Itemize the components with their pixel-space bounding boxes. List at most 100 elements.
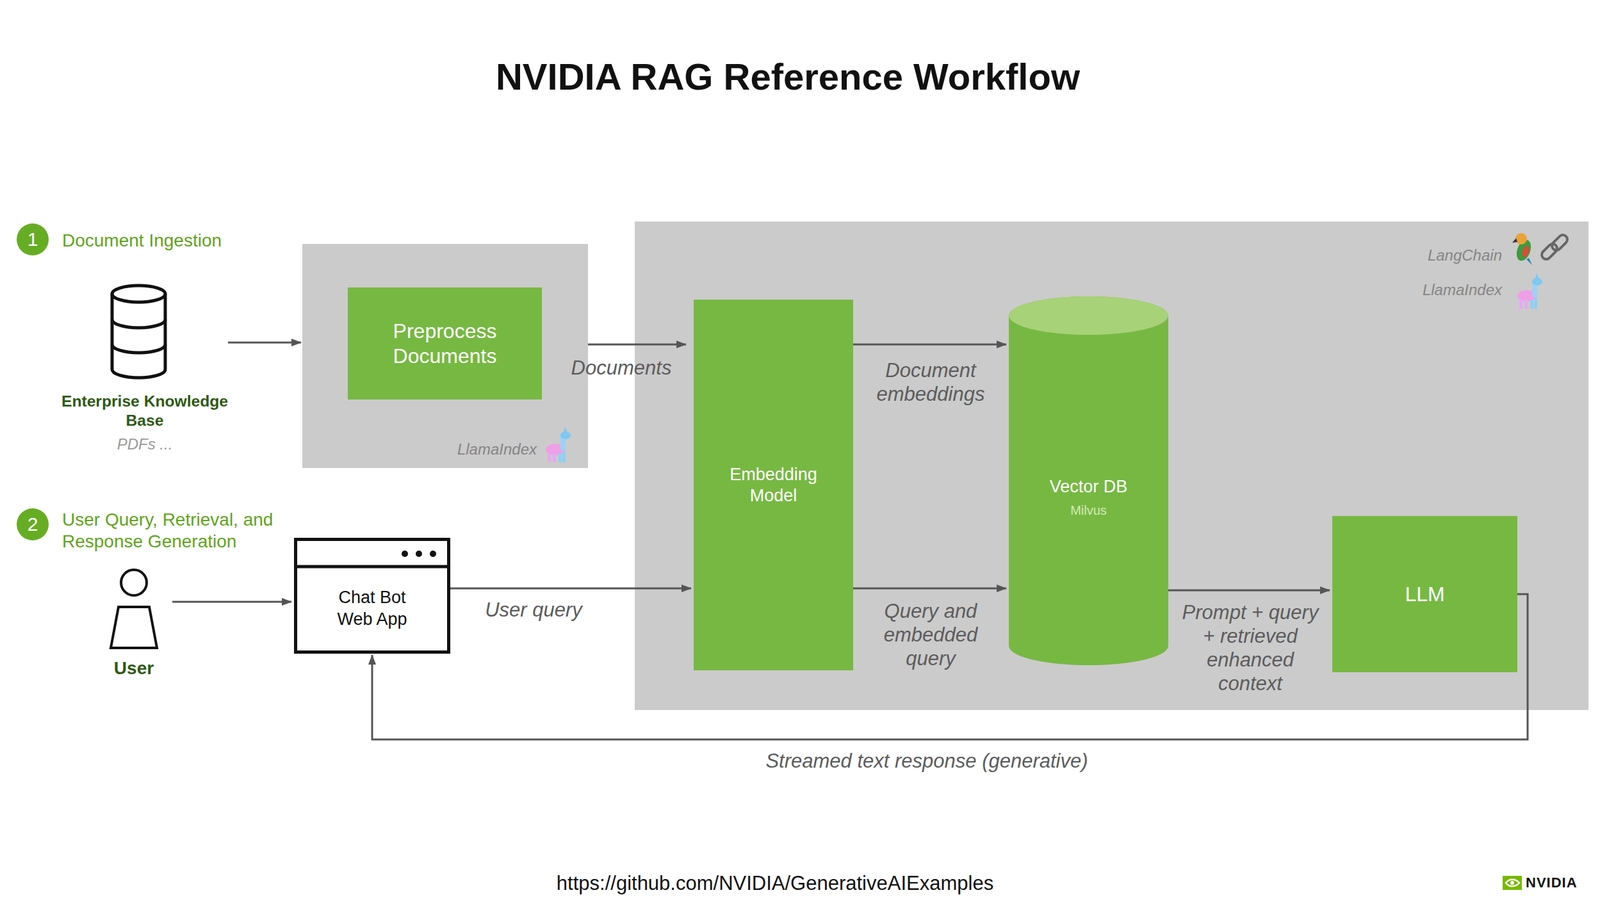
box-text: Preprocess Documents [368,318,523,369]
connector-arrow [853,587,1007,590]
title-bar-line [297,565,448,569]
user-body [110,607,157,649]
caption-block: https://github.com/NVIDIA/GenerativeAIEx… [556,872,994,896]
llama-leg [1530,299,1534,309]
database-band [112,293,166,303]
panel-ground [634,221,1589,711]
window-dot [415,550,423,558]
source-link: https://github.com/NVIDIA/GenerativeAIEx… [556,872,994,896]
framework-panel: Preprocess DocumentsLlamaIndex [302,244,588,469]
cylinder-text: Milvus [1070,503,1107,519]
text-holder: Embedding Model [693,299,854,671]
edge-label: Documents [571,356,672,380]
database-node: Enterprise Knowledge BasePDFs ... [61,281,229,465]
diagram-title: NVIDIA RAG Reference Workflow [495,55,1080,98]
chain-link [1539,242,1560,262]
text-holder: Enterprise Knowledge BasePDFs ... [61,391,229,454]
panel-grounds [302,221,1589,711]
llama-icon [545,427,571,463]
parrot-beak [1512,238,1518,243]
edge-label-block: Streamed text response (generative) [765,749,1088,774]
chain-link [1550,233,1570,253]
cylinder-body [1008,296,1169,666]
actor-name: User [114,658,154,679]
logo-pupil [1510,881,1515,886]
callout-circle: 2 [16,508,49,541]
edge-label-block: Documents [571,356,672,380]
text-holder: Preprocess Documents [347,287,542,400]
section-heading: Document Ingestion [62,229,222,252]
vector-db-cylinder: Vector DB Milvus [1008,296,1169,666]
edge-label-block: Query and embedded query [866,599,995,671]
box-text: Embedding Model [716,464,832,507]
edge-label: Query and embedded query [866,599,995,671]
framework-name: LlamaIndex [457,440,537,459]
connector-arrow [450,587,692,590]
parrot-wing [1520,245,1531,259]
framework-name: LangChain [1422,245,1503,265]
window-text: Chat Bot Web App [324,587,421,631]
llama-head [560,431,571,440]
connector-arrow [1168,589,1330,592]
process-box: LLM [1332,516,1518,673]
llama-leg [552,453,556,463]
framework-panel: Embedding Model Vector DB MilvusLLM LangCha… [634,221,1589,711]
section-heading-block: Document Ingestion [62,229,222,252]
edge-label: Streamed text response (generative) [765,749,1088,774]
database-band [112,319,166,328]
parrot-icon [1512,233,1534,266]
chain-icon [1539,233,1570,262]
cylinder-text: Vector DB [1049,477,1128,498]
text-holder: User [95,658,173,679]
database-band [112,344,166,353]
text-holder: Chat Bot Web App [297,566,448,651]
edge-label: Prompt + query + retrieved enhanced cont… [1178,600,1323,696]
parrot-head [1515,233,1527,245]
edge-label: User query [484,598,583,622]
llama-leg [562,452,566,463]
window-dot [429,550,437,558]
brand-name: NVIDIA [1525,874,1578,892]
edge-label-block: Prompt + query + retrieved enhanced cont… [1178,600,1323,696]
logo-block [1502,876,1522,891]
section-heading: User Query, Retrieval, and Response Gene… [62,509,296,553]
connector-arrow [853,343,1007,346]
llama-icon [1517,273,1543,309]
connector-arrow [228,342,302,344]
nvidia-eye-logo [1502,876,1522,891]
llama-leg [558,453,562,463]
llama-leg [1534,298,1538,309]
logo-eye [1505,880,1520,888]
process-box: Embedding Model [693,299,854,671]
box-text: LLM [1404,582,1445,607]
llama-leg [547,453,551,463]
user-node: User [95,566,173,686]
text-holder: LangChainLlamaIndex [1422,245,1503,300]
llama-ear [1535,273,1540,279]
callout-circle: 1 [16,223,49,256]
llama-head [1532,277,1543,286]
edge-label: Document embeddings [866,358,995,407]
brand-block: NVIDIA [1525,874,1578,892]
node-text: PDFs ... [117,435,173,454]
user-head [121,570,147,596]
callout-number: 2 [27,513,39,536]
parrot-tail [1526,258,1533,266]
database-icon [112,285,166,378]
callout-number: 1 [27,228,39,251]
cylinder-top [1008,296,1169,335]
process-box: Preprocess Documents [347,287,542,400]
llama-leg [1524,299,1528,309]
web-app-window: Chat Bot Web App [293,538,451,654]
node-text: Enterprise Knowledge Base [61,391,229,431]
panel-ground [302,244,588,469]
title-block: NVIDIA RAG Reference Workflow [495,55,1080,98]
text-holder: LlamaIndex [457,440,537,459]
user-icon [110,570,157,649]
framework-name: LlamaIndex [1422,280,1503,300]
connector-arrow [172,601,292,604]
edge-label-block: User query [484,598,583,622]
text-holder: LLM [1332,516,1518,673]
llama-ear [563,427,568,433]
